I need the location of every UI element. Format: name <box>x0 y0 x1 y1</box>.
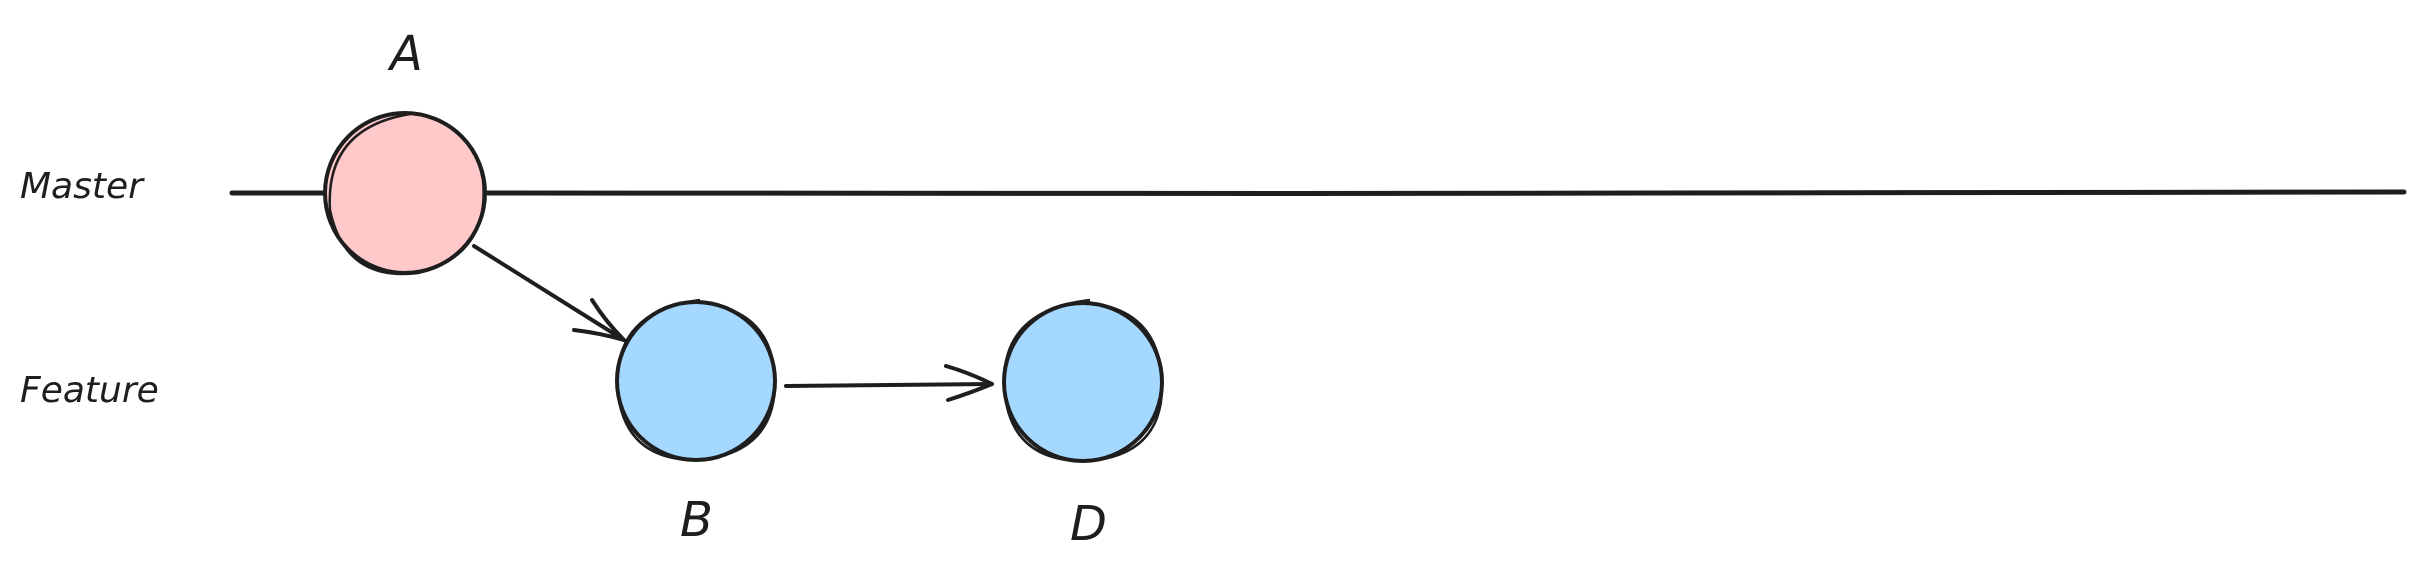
branch-label-master: Master <box>20 166 145 207</box>
commit-label-a: A <box>387 26 423 82</box>
commit-label-b: B <box>680 492 713 548</box>
arrow-b-to-d <box>784 364 994 402</box>
commit-a <box>323 111 487 276</box>
commit-d <box>1002 298 1164 463</box>
branch-label-feature: Feature <box>20 370 159 411</box>
commit-a-node <box>323 111 487 275</box>
commit-d-node <box>1002 301 1164 463</box>
master-branch-line <box>229 189 2407 197</box>
commit-label-d: D <box>1070 496 1107 552</box>
commit-b-node <box>615 300 777 462</box>
commit-b <box>615 298 777 462</box>
arrow-a-to-b <box>472 244 626 342</box>
